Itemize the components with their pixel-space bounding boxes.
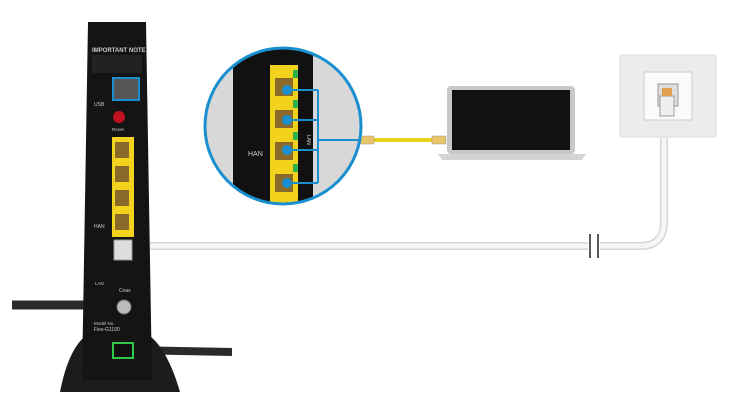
usb-ports bbox=[112, 77, 140, 101]
laptop-icon bbox=[438, 86, 586, 160]
inset-han-label: HAN bbox=[248, 151, 263, 158]
reset-label: Reset bbox=[112, 127, 125, 132]
lan-label: LAN bbox=[95, 281, 104, 286]
lan-ports-zoom-inset: HAN LAN bbox=[203, 46, 363, 206]
reset-button bbox=[113, 111, 125, 123]
coax-port bbox=[116, 299, 132, 315]
yellow-ethernet-cable bbox=[359, 135, 447, 145]
important-note-label: IMPORTANT NOTE bbox=[92, 48, 146, 54]
router: IMPORTANT NOTE USB Reset HAN LAN Coax Mo… bbox=[82, 22, 152, 380]
lan-ports bbox=[112, 137, 134, 237]
inset-lan-label: LAN bbox=[305, 135, 311, 145]
usb-label: USB bbox=[94, 102, 105, 108]
han-label: HAN bbox=[94, 224, 105, 230]
wan-port bbox=[113, 239, 133, 261]
coax-label: Coax bbox=[119, 288, 131, 294]
model-label: Model No. bbox=[94, 321, 115, 326]
power-port bbox=[112, 342, 134, 359]
model-number: Fios-G1100 bbox=[94, 327, 120, 333]
cable-break-icon bbox=[588, 234, 600, 258]
wall-jack bbox=[619, 54, 717, 138]
